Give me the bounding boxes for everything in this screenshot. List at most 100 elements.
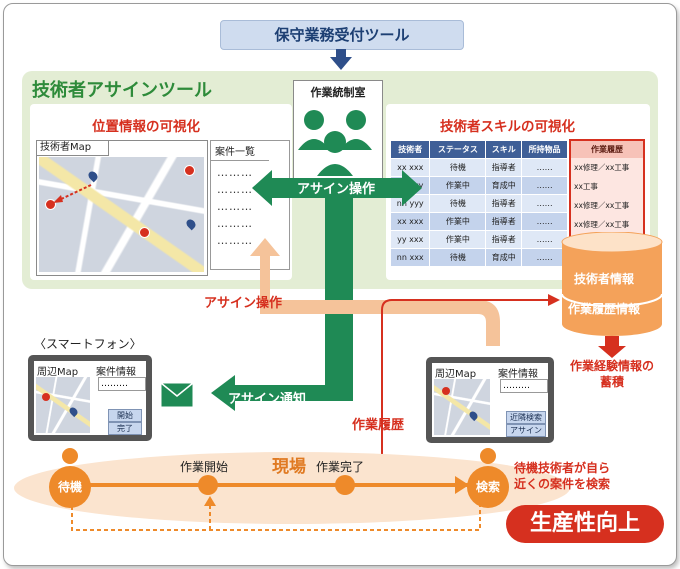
complete-button[interactable]: 完了 bbox=[108, 422, 142, 435]
search-note-line: 待機技術者が自ら bbox=[514, 461, 611, 475]
cell: 作業中 bbox=[430, 213, 486, 230]
case-info-field: ……… bbox=[98, 377, 146, 391]
accumulate-label: 作業経験情報の 蓄積 bbox=[560, 358, 664, 390]
control-room-box: 作業統制室 bbox=[293, 80, 383, 184]
case-info-label: 案件情報 bbox=[498, 369, 538, 380]
case-marker-icon bbox=[184, 165, 195, 176]
history-row: xx修理／xx工事 bbox=[574, 201, 630, 210]
cell: …… bbox=[522, 195, 567, 212]
phone-screen: 周辺Map 案件情報 ……… 開始 完了 bbox=[34, 361, 146, 435]
cell: yy xxx bbox=[391, 231, 430, 248]
engineer-pin-icon bbox=[67, 405, 80, 418]
search-note-line: 近くの案件を検索 bbox=[514, 477, 611, 491]
productivity-badge: 生産性向上 bbox=[506, 505, 664, 543]
location-title: 位置情報の可視化 bbox=[92, 119, 200, 135]
work-complete-node bbox=[335, 475, 355, 495]
engineer-person-icon bbox=[480, 448, 496, 464]
cell: 育成中 bbox=[486, 177, 522, 194]
maintenance-intake-tool-banner: 保守業務受付ツール bbox=[220, 20, 464, 50]
smartphone-left: 周辺Map 案件情報 ……… 開始 完了 bbox=[28, 355, 152, 441]
case-list-item: ……… bbox=[217, 200, 253, 213]
cell: 作業中 bbox=[430, 231, 486, 248]
engineer-info-label: 技術者情報 bbox=[574, 272, 635, 286]
engineer-map-label: 技術者Map bbox=[37, 141, 109, 156]
work-history-label: 作業履歴 bbox=[352, 418, 405, 433]
cell: …… bbox=[522, 159, 567, 176]
case-list-label: 案件一覧 bbox=[211, 141, 269, 161]
case-list-item: ……… bbox=[217, 234, 253, 247]
map-image bbox=[39, 157, 204, 272]
engineer-map-window: 技術者Map bbox=[36, 140, 208, 276]
accumulate-line: 蓄積 bbox=[599, 375, 624, 389]
accumulate-line: 作業経験情報の bbox=[569, 359, 654, 373]
nearby-map-image bbox=[434, 379, 490, 435]
engineer-pin-icon bbox=[467, 409, 480, 422]
flow-line bbox=[70, 483, 484, 487]
case-marker-icon bbox=[442, 387, 450, 395]
assign-button[interactable]: アサイン bbox=[506, 424, 546, 437]
assign-notice-arrow-icon bbox=[211, 195, 353, 411]
mail-icon bbox=[160, 382, 194, 408]
cell: nn xxx bbox=[391, 249, 430, 266]
work-start-label: 作業開始 bbox=[180, 460, 229, 474]
work-history-column: 作業履歴 xx修理／xx工事 xx工事 xx修理／xx工事 xx修理／xx工事 bbox=[569, 139, 645, 239]
cell: 待機 bbox=[430, 195, 486, 212]
database-icon bbox=[561, 232, 663, 336]
case-list-item: ……… bbox=[217, 183, 253, 196]
work-history-arrow-icon bbox=[381, 294, 560, 486]
assign-operation-arrow-icon bbox=[252, 170, 422, 206]
skill-table-header: 技術者 bbox=[391, 141, 430, 158]
cell: nn yyy bbox=[391, 195, 430, 212]
case-info-label: 案件情報 bbox=[96, 367, 136, 378]
right-arrow-icon bbox=[455, 476, 469, 494]
nearby-map-label: 周辺Map bbox=[37, 367, 79, 378]
cell: 待機 bbox=[430, 159, 486, 176]
cell: 指導者 bbox=[486, 159, 522, 176]
assign-notice-label: アサイン通知 bbox=[228, 392, 307, 407]
history-row: xx工事 bbox=[574, 182, 598, 191]
cell: xx xxx bbox=[391, 159, 430, 176]
search-note: 待機技術者が自ら 近くの案件を検索 bbox=[514, 460, 610, 492]
control-room-label: 作業統制室 bbox=[310, 86, 366, 99]
history-row: xx修理／xx工事 bbox=[574, 220, 630, 229]
work-history-header: 作業履歴 bbox=[571, 141, 643, 158]
nearby-search-button[interactable]: 近隣検索 bbox=[506, 411, 546, 424]
case-marker-icon bbox=[45, 199, 56, 210]
phone-screen: 周辺Map 案件情報 ……… 近隣検索 アサイン bbox=[432, 363, 548, 437]
cell: 指導者 bbox=[486, 213, 522, 230]
work-history-info-label: 作業履歴情報 bbox=[568, 302, 641, 316]
work-start-node bbox=[198, 475, 218, 495]
cell: …… bbox=[522, 231, 567, 248]
nearby-map-image bbox=[36, 377, 90, 433]
cell: 指導者 bbox=[486, 195, 522, 212]
smartphone-label: 〈スマートフォン〉 bbox=[34, 337, 142, 351]
operators-icon bbox=[298, 110, 372, 176]
start-button[interactable]: 開始 bbox=[108, 409, 142, 422]
nearby-map-label: 周辺Map bbox=[435, 369, 477, 380]
cycle-dashed-arrow-icon bbox=[66, 492, 481, 531]
skill-table-header: ステータス bbox=[430, 141, 486, 158]
skill-table-header: 所持物品 bbox=[522, 141, 567, 158]
field-label: 現場 bbox=[272, 457, 306, 477]
cell: xx xxx bbox=[391, 213, 430, 230]
cell: 育成中 bbox=[486, 249, 522, 266]
work-complete-label: 作業完了 bbox=[316, 460, 365, 474]
engineer-person-icon bbox=[62, 448, 78, 464]
cell: 待機 bbox=[430, 249, 486, 266]
assign-operation-label: アサイン操作 bbox=[296, 182, 375, 197]
smartphone-right: 周辺Map 案件情報 ……… 近隣検索 アサイン bbox=[426, 357, 554, 443]
cell: …… bbox=[522, 213, 567, 230]
down-arrow-icon bbox=[598, 336, 626, 358]
cell: 作業中 bbox=[430, 177, 486, 194]
skill-table-header: スキル bbox=[486, 141, 522, 158]
case-marker-icon bbox=[139, 227, 150, 238]
case-list-item: ……… bbox=[217, 217, 253, 230]
skill-title: 技術者スキルの可視化 bbox=[440, 119, 575, 135]
search-node: 検索 bbox=[467, 466, 509, 508]
